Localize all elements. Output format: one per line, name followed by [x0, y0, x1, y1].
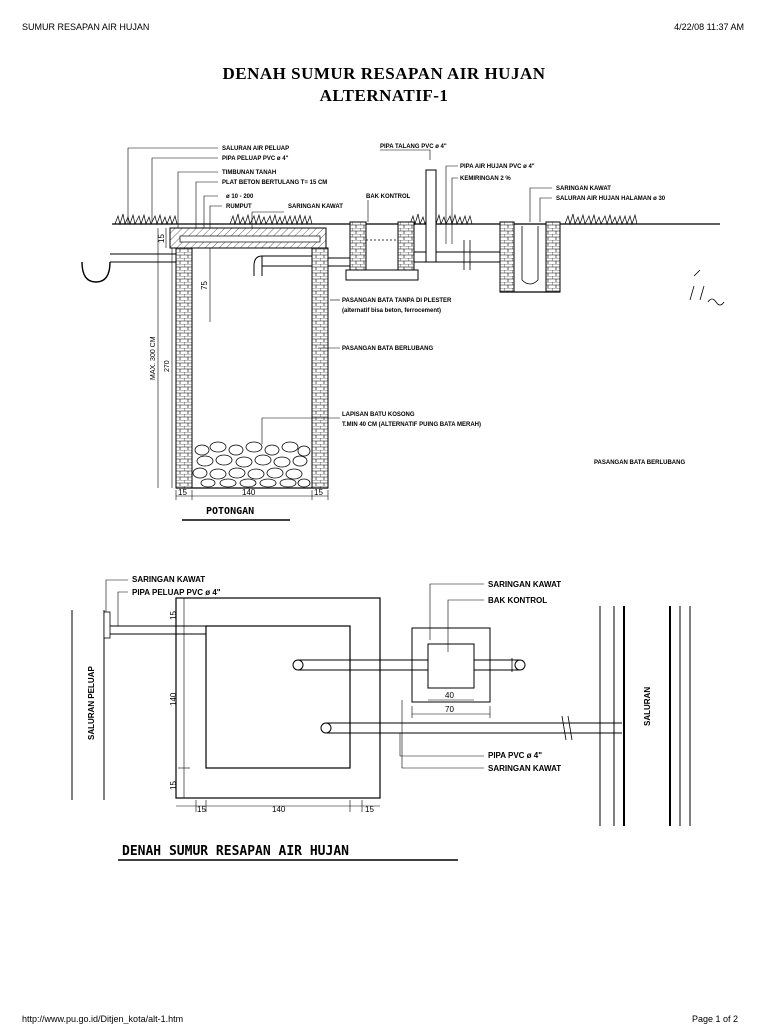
footer-page: Page 1 of 2	[691, 1014, 738, 1024]
header-left: SUMUR RESAPAN AIR HUJAN	[22, 22, 150, 32]
page-title: DENAH SUMUR RESAPAN AIR HUJAN	[222, 64, 546, 83]
label-tmin: T.MIN 40 CM (ALTERNATIF PUING BATA MERAH…	[342, 422, 481, 428]
control-box-outer	[411, 627, 491, 703]
plan-dim-140-horizontal: 140	[272, 805, 286, 814]
yard-channel-right	[545, 221, 561, 293]
control-box-inner	[427, 643, 475, 689]
downpipe	[425, 169, 437, 263]
dim-270: 270	[164, 360, 171, 372]
plan-dim-70: 70	[445, 705, 454, 714]
grass-right	[409, 213, 473, 226]
plan-label-pipa-peluap: PIPA PELUAP PVC ø 4"	[132, 588, 221, 597]
plan-label-saringan-kawat: SARINGAN KAWAT	[132, 575, 205, 584]
plan-dim-15-top: 15	[169, 611, 178, 620]
plan-label-saluran: SALURAN	[643, 687, 652, 726]
label-saluran-air-peluap: SALURAN AIR PELUAP	[222, 146, 289, 152]
well-outer	[175, 597, 381, 799]
plan-dim-15-left: 15	[197, 805, 206, 814]
grass-far-right	[564, 213, 638, 226]
dim-15-right: 15	[314, 488, 323, 497]
page-subtitle: ALTERNATIF-1	[319, 86, 449, 105]
label-bak-kontrol: BAK KONTROL	[366, 194, 411, 200]
label-saringan-kawat-2: SARINGAN KAWAT	[556, 186, 611, 192]
stone-layer	[192, 441, 311, 488]
label-pipa-peluap: PIPA PELUAP PVC ø 4"	[222, 156, 289, 162]
label-saringan-kawat: SARINGAN KAWAT	[288, 204, 343, 210]
label-potongan: POTONGAN	[206, 506, 254, 517]
well-inner	[205, 625, 351, 769]
label-pasangan-tanpa-plester: PASANGAN BATA TANPA DI PLESTER	[342, 298, 452, 304]
footer-url[interactable]: http://www.pu.go.id/Ditjen_kota/alt-1.ht…	[22, 1014, 184, 1024]
header-right: 4/22/08 11:37 AM	[674, 22, 744, 32]
grass-left	[114, 213, 178, 226]
label-pipa-air-hujan: PIPA AIR HUJAN PVC ø 4"	[460, 164, 535, 170]
label-pasangan-berlubang-2: PASANGAN BATA BERLUBANG	[594, 460, 685, 466]
label-saluran-halaman: SALURAN AIR HUJAN HALAMAN ø 30	[556, 196, 666, 202]
plan-dim-15-right: 15	[365, 805, 374, 814]
dim-15-left: 15	[178, 488, 187, 497]
label-lapisan-batu: LAPISAN BATU KOSONG	[342, 412, 415, 418]
dim-max-300: MAX. 300 CM	[150, 336, 157, 380]
dim-140: 140	[242, 488, 256, 497]
label-pipa-talang: PIPA TALANG PVC ø 4"	[380, 144, 447, 150]
control-box-wall-right	[397, 221, 415, 271]
label-plat-beton: PLAT BETON BERTULANG T= 15 CM	[222, 180, 327, 186]
label-pasangan-berlubang: PASANGAN BATA BERLUBANG	[342, 346, 433, 352]
grass-middle	[229, 213, 313, 226]
plan-label-pipa-pvc: PIPA PVC ø 4"	[488, 751, 542, 760]
plan-drawing	[71, 579, 691, 861]
dim-15-top: 15	[157, 234, 166, 243]
control-box-wall-left	[349, 221, 367, 271]
label-tulangan: ø 10 - 200	[226, 194, 254, 200]
plan-dim-15-bottom: 15	[169, 781, 178, 790]
overflow-channel	[81, 261, 111, 283]
well-wall-right	[311, 247, 329, 489]
label-kemiringan: KEMIRINGAN 2 %	[460, 176, 511, 182]
plan-label-bak-kontrol: BAK KONTROL	[488, 596, 547, 605]
well-wall-left	[175, 247, 193, 489]
label-rumput: RUMPUT	[226, 204, 252, 210]
label-timbunan-tanah: TIMBUNAN TANAH	[222, 170, 276, 176]
plan-dim-40: 40	[445, 691, 454, 700]
dim-75: 75	[200, 281, 209, 290]
label-alternatif: (alternatif bisa beton, ferrocement)	[342, 308, 441, 314]
section-drawing	[81, 147, 725, 521]
yard-channel-left	[499, 221, 515, 293]
plan-label-saringan-kawat-3: SARINGAN KAWAT	[488, 764, 561, 773]
plan-label-saringan-kawat-2: SARINGAN KAWAT	[488, 580, 561, 589]
plan-title: DENAH SUMUR RESAPAN AIR HUJAN	[122, 844, 349, 859]
plan-dim-140-vertical: 140	[169, 692, 178, 706]
plan-label-saluran-peluap: SALURAN PELUAP	[87, 666, 96, 740]
